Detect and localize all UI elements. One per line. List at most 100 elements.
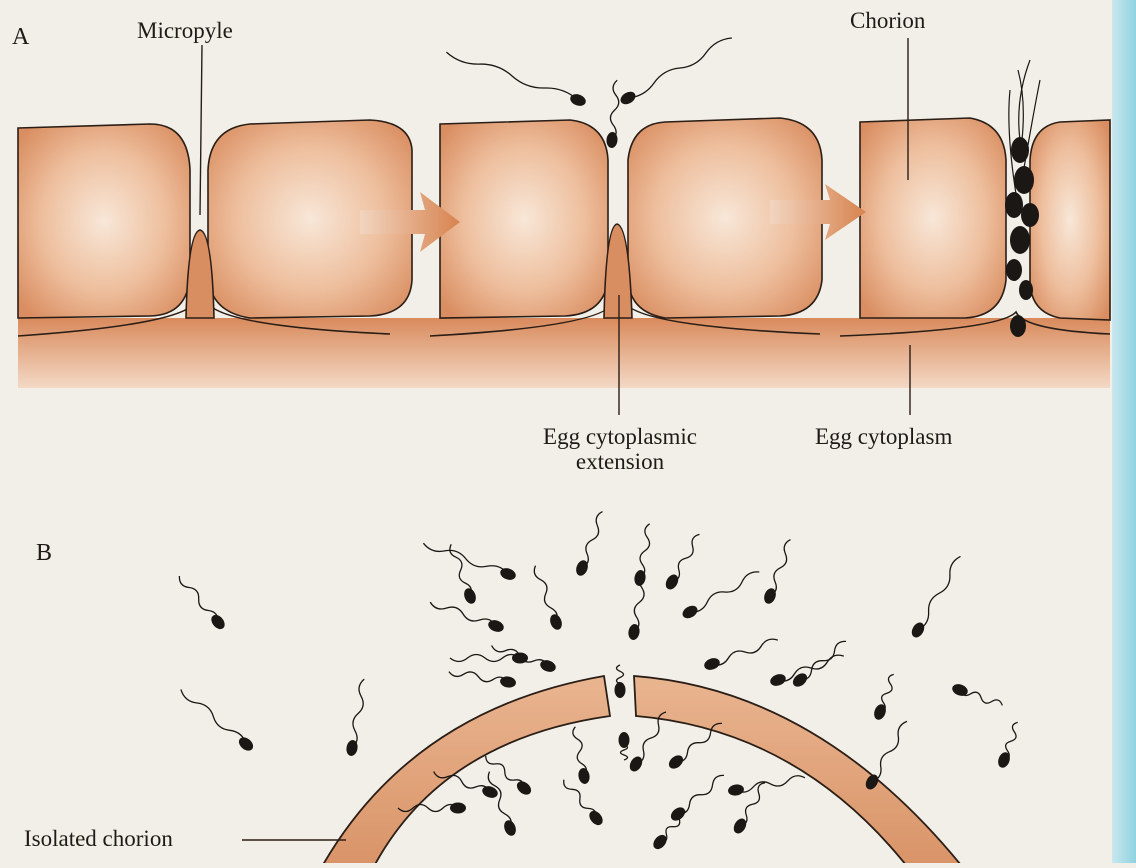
sperm-cell: [790, 641, 846, 689]
sperm-head: [627, 754, 645, 773]
panel-a-letter: A: [12, 24, 29, 50]
isolated-chorion-label: Isolated chorion: [24, 826, 173, 851]
sperm-head: [462, 587, 478, 606]
sperm-head: [909, 620, 927, 639]
sperm-tail: [770, 540, 791, 596]
micropyle-pointer: [200, 45, 202, 215]
sperm-tail: [672, 534, 700, 582]
sperm-head: [577, 767, 591, 785]
sperm-cell: [633, 524, 649, 587]
sperm-head: [663, 572, 681, 591]
sperm-cell: [727, 776, 805, 797]
sperm-head: [619, 732, 630, 748]
sperm-cell: [627, 712, 666, 774]
sperm-cell: [574, 512, 602, 578]
sperm-cell: [762, 540, 790, 606]
sperm-head: [615, 682, 626, 698]
panel-b-letter: B: [36, 540, 52, 566]
panel-b-artwork: [242, 676, 965, 863]
egg-extension-label: Egg cytoplasmic extension: [508, 424, 732, 475]
chorion-label: Chorion: [850, 8, 925, 33]
sperm-cell: [618, 38, 732, 107]
sperm-tail: [179, 576, 218, 622]
sperm-cell: [181, 689, 256, 753]
sperm-head: [731, 816, 749, 835]
sperm-cell: [703, 639, 778, 672]
sperm-cell: [619, 732, 630, 760]
sperm-head: [790, 671, 809, 690]
sperm-tail: [450, 544, 471, 596]
sperm-cell: [606, 80, 619, 148]
chorion-blocks: [18, 118, 1110, 320]
sperm-cell: [573, 727, 591, 785]
sperm-cell: [179, 576, 227, 632]
sperm-cell: [668, 775, 724, 823]
sperm-head: [666, 753, 685, 772]
sperm-cell: [615, 665, 626, 698]
page-edge-strip: [1112, 0, 1136, 863]
sperm-cell: [872, 674, 894, 721]
sperm-tail: [628, 38, 732, 98]
egg-extension-label-line1: Egg cytoplasmic: [508, 424, 732, 449]
sperm-tail: [488, 772, 511, 828]
sperm-cell: [534, 566, 564, 632]
sperm-head: [769, 672, 788, 688]
sperm-tail: [736, 776, 805, 792]
sperm-tail: [430, 602, 496, 626]
sperm-tail: [423, 543, 508, 574]
sperm-tail: [610, 80, 618, 140]
sperm-cell: [564, 780, 606, 828]
sperm-head: [680, 603, 699, 621]
chorion-block: [440, 120, 608, 318]
chorion-block: [1030, 120, 1110, 320]
sperm-cell: [863, 721, 907, 791]
sperm-head: [514, 779, 533, 798]
egg-extension-label-line2: extension: [508, 449, 732, 474]
sperm-cell: [769, 655, 844, 688]
sperm-head: [703, 656, 722, 672]
sperm-tail: [534, 566, 557, 622]
sperm-cell: [680, 572, 759, 621]
sperm-tail: [582, 512, 603, 568]
sperm-tail: [712, 639, 778, 665]
sperm-head: [236, 735, 255, 754]
sperm-tail: [678, 775, 724, 814]
sperm-cell: [951, 682, 1003, 705]
sperm-cell: [423, 543, 517, 582]
egg-cytoplasm-label: Egg cytoplasm: [815, 424, 952, 449]
sperm-tail: [778, 655, 844, 681]
sperm-head: [548, 613, 564, 632]
sperm-cell: [446, 52, 587, 108]
chorion-block: [860, 118, 1006, 318]
sperm-tail: [640, 524, 650, 578]
sperm-cell: [450, 653, 528, 664]
sperm-cell: [345, 679, 364, 757]
sperm-tail: [352, 679, 364, 748]
sperm-tail: [872, 721, 907, 782]
sperm-cell: [450, 544, 478, 605]
sperm-tail: [449, 672, 508, 682]
panel-a-artwork: [18, 38, 1110, 415]
sperm-head: [450, 803, 466, 814]
sperm-cell: [430, 602, 505, 634]
sperm-cell: [996, 722, 1018, 769]
sperm-tail: [450, 655, 520, 662]
chorion-block: [18, 124, 190, 318]
micropyle-label: Micropyle: [137, 18, 233, 43]
sperm-tail: [918, 556, 961, 630]
sperm-head: [587, 808, 606, 827]
sperm-head: [502, 819, 518, 838]
sperm-cell: [909, 556, 960, 639]
sperm-tail: [690, 572, 759, 612]
sperm-tail: [181, 689, 246, 744]
sperm-head: [209, 612, 228, 631]
sperm-cell: [488, 772, 518, 838]
sperm-cell: [663, 534, 699, 591]
sperm-tail: [446, 52, 578, 100]
sperm-cell: [449, 672, 517, 689]
isolated-chorion-arc-right: [634, 676, 965, 863]
sperm-head: [668, 805, 687, 824]
sperm-tail: [800, 641, 846, 680]
sperm-head: [727, 783, 745, 797]
